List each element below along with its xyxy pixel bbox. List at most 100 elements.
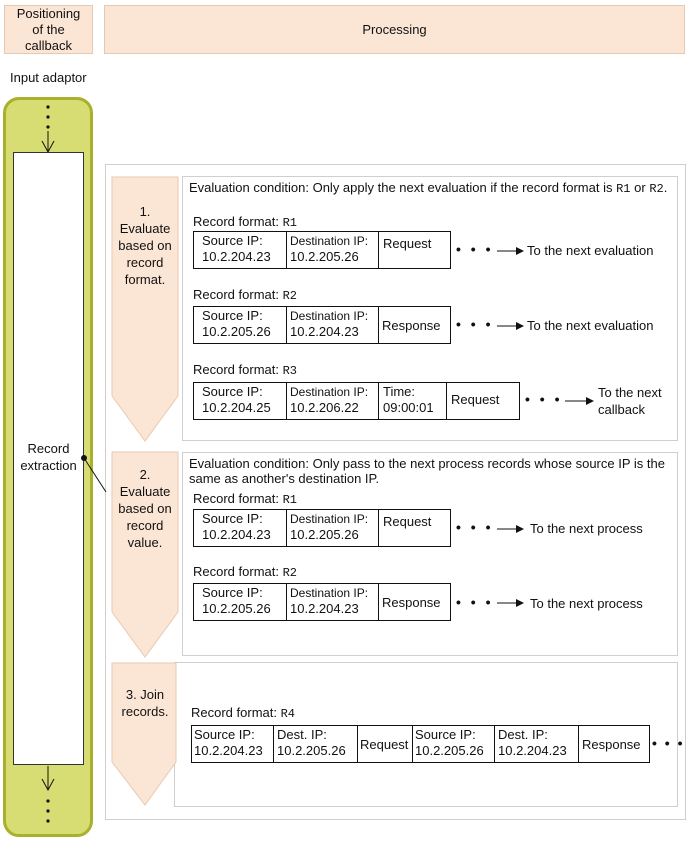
- source-ip-label: Source IP:: [202, 384, 263, 399]
- record-type-cell: Response: [382, 317, 441, 333]
- s2r1-format: Record format: R1: [193, 491, 297, 508]
- format-code: R2: [282, 566, 298, 580]
- record-type-cell: Request: [383, 514, 432, 529]
- destination-ip-cell: Destination IP: 10.2.206.22: [287, 383, 379, 419]
- source-ip-cell: Source IP: 10.2.204.25: [194, 383, 287, 419]
- format-label: Record format:: [191, 705, 277, 720]
- source-ip-label: Source IP:: [202, 511, 263, 526]
- step1-condition-pre: Evaluation condition: Only apply the nex…: [189, 180, 613, 195]
- dest-ip-value: 10.2.204.23: [498, 743, 567, 758]
- format-label: Record format:: [193, 564, 279, 579]
- s3-format: Record format: R4: [191, 705, 295, 722]
- flow-dots-top: [46, 105, 50, 129]
- format-label: Record format:: [193, 214, 279, 229]
- source-ip-label: Source IP:: [194, 727, 255, 742]
- s1r1-dots: • • •: [456, 241, 494, 257]
- step1-condition-r1: R1: [616, 182, 631, 196]
- step1-label: 1. Evaluate based on record format.: [118, 204, 172, 287]
- source-ip-value: 10.2.204.23: [194, 743, 263, 758]
- source-ip-cell: Source IP: 10.2.204.23: [194, 232, 287, 268]
- time-label: Time:: [383, 384, 416, 399]
- record-type-cell-2: Response: [582, 736, 641, 752]
- header-positioning: Positioning of the callback: [4, 5, 93, 54]
- s2r2-record: Source IP: 10.2.205.26 Destination IP: 1…: [193, 583, 451, 621]
- record-type-cell: Response: [382, 594, 441, 610]
- s2r2-format: Record format: R2: [193, 564, 297, 581]
- step1-chevron: [111, 176, 179, 442]
- destination-ip-label: Destination IP:: [290, 385, 369, 399]
- dest-ip-cell-2: Dest. IP: 10.2.204.23: [495, 726, 579, 762]
- step1-condition-or: or: [634, 180, 646, 195]
- source-ip-cell: Source IP: 10.2.205.26: [194, 584, 287, 620]
- source-ip-value: 10.2.205.26: [415, 743, 484, 758]
- source-ip-value: 10.2.205.26: [202, 324, 271, 339]
- input-adaptor-label: Input adaptor: [10, 70, 87, 85]
- destination-ip-value: 10.2.205.26: [290, 249, 359, 264]
- s2r1-record: Source IP: 10.2.204.23 Destination IP: 1…: [193, 509, 451, 547]
- connector-line: [83, 457, 107, 493]
- record-type-cell: Request: [451, 392, 500, 407]
- header-processing-text: Processing: [362, 21, 427, 37]
- record-type-cell: Request: [383, 236, 432, 251]
- s1r3-record: Source IP: 10.2.204.25 Destination IP: 1…: [193, 382, 520, 420]
- destination-ip-label: Destination IP:: [290, 234, 369, 248]
- destination-ip-value: 10.2.204.23: [290, 601, 359, 616]
- step2-condition: Evaluation condition: Only pass to the n…: [189, 456, 665, 486]
- step2-box: [182, 452, 678, 656]
- destination-ip-label: Destination IP:: [290, 309, 369, 323]
- source-ip-value: 10.2.204.25: [202, 400, 271, 415]
- source-ip-cell: Source IP: 10.2.205.26: [194, 307, 287, 343]
- destination-ip-value: 10.2.204.23: [290, 324, 359, 339]
- step3-label: 3. Join records.: [121, 687, 169, 719]
- s2r1-dots: • • •: [456, 519, 494, 535]
- s1r2-target: To the next evaluation: [527, 318, 654, 333]
- destination-ip-cell: Destination IP: 10.2.205.26: [287, 510, 379, 546]
- source-ip-value: 10.2.205.26: [202, 601, 271, 616]
- dest-ip-label: Dest. IP:: [498, 727, 548, 742]
- source-ip-label: Source IP:: [202, 308, 263, 323]
- step1-condition-r2: R2: [649, 182, 664, 196]
- header-positioning-text: Positioning of the callback: [16, 5, 81, 53]
- time-value: 09:00:01: [383, 400, 434, 415]
- s2r2-target: To the next process: [530, 596, 643, 611]
- step1-condition-end: .: [663, 180, 668, 195]
- destination-ip-label: Destination IP:: [290, 586, 369, 600]
- source-ip-value: 10.2.204.23: [202, 527, 271, 542]
- dest-ip-label: Dest. IP:: [277, 727, 327, 742]
- format-code: R2: [282, 289, 298, 303]
- source-ip-cell: Source IP: 10.2.204.23: [194, 510, 287, 546]
- dest-ip-value: 10.2.205.26: [277, 743, 346, 758]
- format-label: Record format:: [193, 287, 279, 302]
- format-code: R1: [282, 493, 298, 507]
- record-type-cell-1: Request: [358, 726, 413, 762]
- source-ip-label: Source IP:: [415, 727, 476, 742]
- s1r2-format: Record format: R2: [193, 287, 297, 304]
- format-code: R3: [282, 364, 298, 378]
- destination-ip-cell: Destination IP: 10.2.205.26: [287, 232, 379, 268]
- time-cell: Time: 09:00:01: [379, 383, 447, 419]
- s1r3-dots: • • •: [525, 391, 563, 407]
- destination-ip-cell: Destination IP: 10.2.204.23: [287, 584, 379, 620]
- s3-joined-record: Source IP: 10.2.204.23 Dest. IP: 10.2.20…: [191, 725, 650, 763]
- format-code: R4: [280, 707, 296, 721]
- step1-condition: Evaluation condition: Only apply the nex…: [189, 180, 671, 197]
- s1r2-dots: • • •: [456, 316, 494, 332]
- step2-chevron: [111, 451, 179, 658]
- record-extraction-label: Record extraction: [20, 441, 77, 473]
- source-ip-label: Source IP:: [202, 233, 263, 248]
- source-ip-cell-2: Source IP: 10.2.205.26: [413, 726, 495, 762]
- s1r1-record: Source IP: 10.2.204.23 Destination IP: 1…: [193, 231, 451, 269]
- header-processing: Processing: [104, 5, 685, 54]
- s1r3-format: Record format: R3: [193, 362, 297, 379]
- source-ip-value: 10.2.204.23: [202, 249, 271, 264]
- s1r3-target: To the next callback: [598, 385, 662, 417]
- dest-ip-cell-1: Dest. IP: 10.2.205.26: [274, 726, 358, 762]
- flow-dots-bottom: [46, 799, 50, 823]
- s2r2-dots: • • •: [456, 594, 494, 610]
- destination-ip-value: 10.2.205.26: [290, 527, 359, 542]
- destination-ip-label: Destination IP:: [290, 512, 369, 526]
- format-code: R1: [282, 216, 298, 230]
- s1r1-target: To the next evaluation: [527, 243, 654, 258]
- s3-dots: • • •: [652, 735, 685, 751]
